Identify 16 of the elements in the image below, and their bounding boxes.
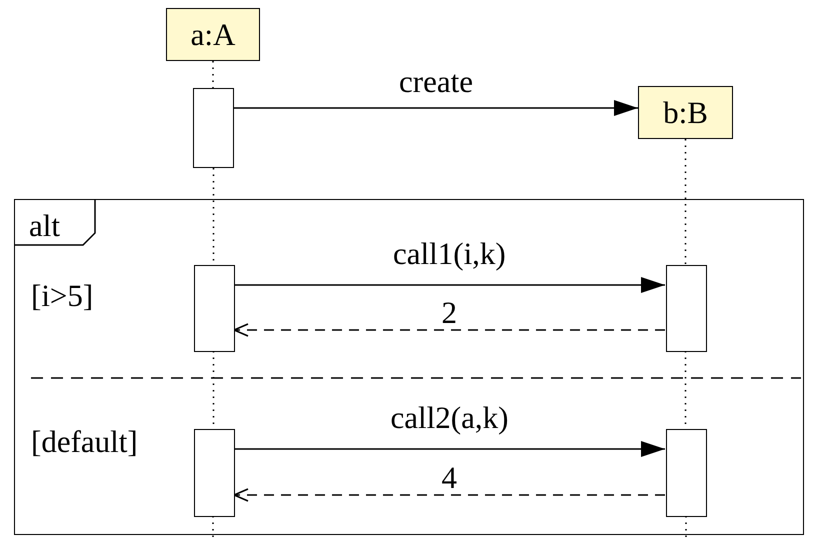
return-arrow (233, 323, 665, 337)
operator-label: alt (29, 210, 60, 241)
activation-box (666, 265, 707, 352)
alt-frame (14, 199, 804, 535)
message-arrow (234, 100, 638, 116)
message-arrow (234, 277, 665, 293)
message-arrow (234, 441, 665, 457)
participant-box: b:B (638, 86, 733, 139)
participant-box: a:A (166, 8, 260, 61)
activation-box (666, 429, 707, 517)
guard-label: [default] (31, 426, 138, 457)
activation-box (194, 265, 235, 352)
activation-box (193, 88, 234, 168)
guard-label: [i>5] (31, 280, 94, 311)
activation-box (194, 429, 235, 517)
return-arrow (233, 488, 665, 502)
